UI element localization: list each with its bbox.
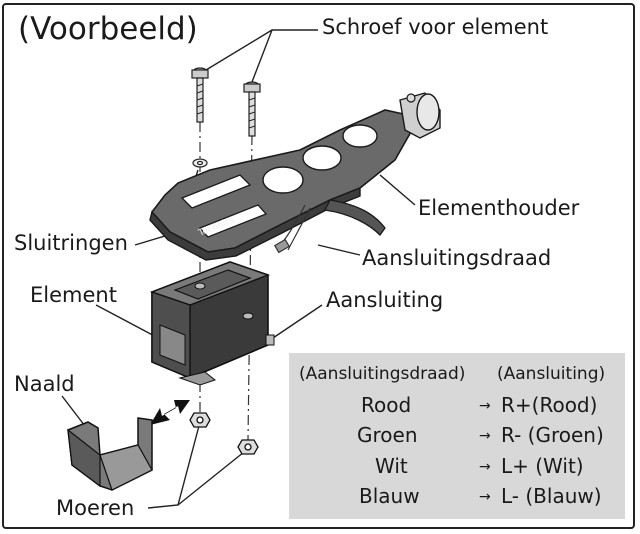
nut-leader-1 (147, 421, 201, 509)
label-headshell: Elementhouder (418, 196, 580, 220)
headshell (149, 92, 441, 261)
screw-leader-2 (251, 29, 273, 83)
diagram-title: (Voorbeeld) (18, 11, 198, 47)
legend-arrow-3: → (479, 459, 491, 475)
nut-leader-2 (177, 451, 245, 506)
leader-lines (61, 29, 416, 509)
screw-left (191, 67, 209, 123)
legend-wire-2: Groen (357, 423, 418, 447)
legend-arrow-4: → (479, 489, 491, 505)
label-stylus: Naald (14, 372, 75, 396)
stylus (67, 417, 153, 491)
screw-leader-1 (205, 29, 318, 71)
legend-terminal-1: R+(Rood) (501, 393, 598, 417)
legend-terminal-4: L- (Blauw) (501, 484, 602, 508)
label-screw: Schroef voor element (322, 15, 549, 39)
lead-wire-leader (317, 244, 361, 256)
label-lead-wire: Aansluitingsdraad (362, 246, 552, 270)
screw-right (243, 81, 261, 137)
legend-arrow-1: → (479, 398, 491, 414)
element (149, 261, 275, 386)
legend-header-terminal: (Aansluiting) (497, 364, 606, 384)
legend-terminal-3: L+ (Wit) (501, 454, 584, 478)
legend-wire-3: Wit (375, 454, 408, 478)
nuts (189, 412, 259, 455)
element-leader (95, 304, 163, 341)
insert-arrow (150, 400, 190, 425)
label-element: Element (30, 283, 117, 307)
legend-header-wire: (Aansluitingsdraad) (299, 364, 466, 384)
label-terminal: Aansluiting (326, 288, 444, 312)
legend-wire-1: Rood (361, 393, 412, 417)
wiring-legend: (Aansluitingsdraad) (Aansluiting) Rood →… (289, 353, 625, 519)
legend-wire-4: Blauw (359, 484, 420, 508)
legend-arrow-2: → (479, 428, 491, 444)
label-washers: Sluitringen (14, 231, 128, 255)
lead-wires (273, 204, 311, 254)
terminal-leader (269, 304, 323, 341)
label-nuts: Moeren (56, 496, 135, 520)
headshell-leader (379, 174, 416, 206)
legend-terminal-2: R- (Groen) (501, 423, 604, 447)
